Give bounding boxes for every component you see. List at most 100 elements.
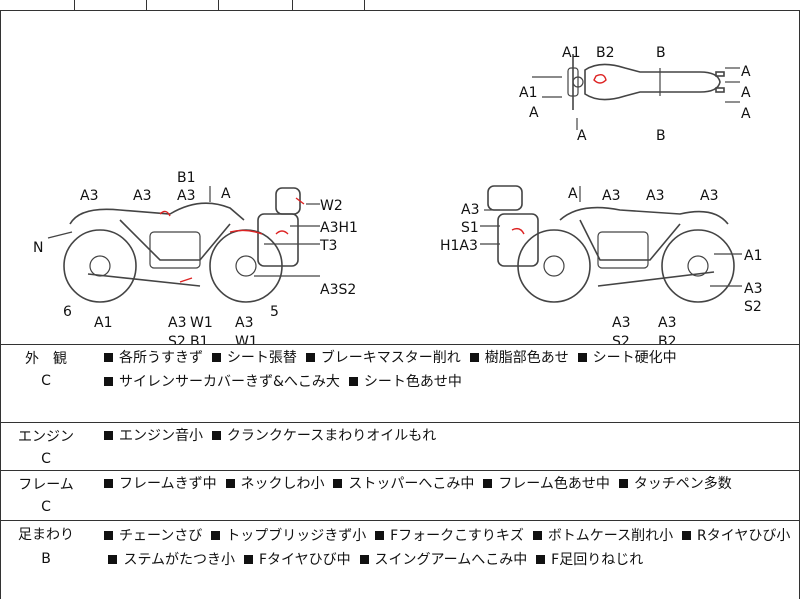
defect-text: F足回りねじれ (551, 552, 644, 568)
defect-item: F足回りねじれ (536, 552, 643, 568)
bullet-square-icon (211, 431, 221, 440)
defect-item: ボトムケース削れ小 (532, 528, 674, 544)
damage-label: A3 (658, 315, 676, 331)
damage-label: A3 (602, 188, 620, 204)
damage-label: 5 (270, 304, 279, 320)
row-items: フレームきず中 ネックしわ小 ストッパーへこみ中 フレーム色あせ中 タッチペン多… (104, 472, 794, 496)
damage-label: B (656, 128, 666, 144)
damage-label: B1 (190, 334, 209, 344)
defect-text: ボトムケース削れ小 (547, 528, 674, 544)
bullet-square-icon (469, 353, 479, 362)
damage-label: A3 (235, 315, 253, 331)
row-engine: エンジン C エンジン音小 クランクケースまわりオイルもれ (0, 422, 800, 471)
defect-item: ネックしわ小 (225, 476, 325, 492)
row-label: エンジン (18, 429, 74, 445)
bullet-square-icon (225, 479, 235, 488)
damage-label: A3 (177, 188, 195, 204)
bullet-square-icon (375, 531, 385, 540)
defect-text: チェーンさび (119, 528, 203, 544)
damage-label: A3 (461, 202, 479, 218)
row-grade: C (41, 451, 51, 467)
bullet-square-icon (333, 479, 343, 488)
left-side-motorcycle (47, 186, 320, 303)
defect-item: スイングアームへこみ中 (359, 552, 527, 568)
damage-label: A (741, 106, 751, 122)
defect-text: 樹脂部色あせ (484, 350, 569, 366)
bullet-square-icon (682, 531, 692, 540)
bullet-square-icon (211, 531, 221, 540)
damage-label: A3 (700, 188, 718, 204)
damage-label: A1 (94, 315, 112, 331)
row-grade: C (41, 373, 51, 389)
damage-label: A (577, 128, 587, 144)
defect-item: 各所うすきず (104, 350, 203, 366)
defect-item: トップブリッジきず小 (211, 528, 366, 544)
bullet-square-icon (483, 479, 493, 488)
damage-label: A3 (168, 315, 186, 331)
damage-label: A (741, 64, 751, 80)
damage-label: 6 (63, 304, 72, 320)
defect-item: シート硬化中 (577, 350, 677, 366)
damage-label: T3 (319, 238, 337, 254)
top-cell (0, 0, 219, 10)
row-exterior: 外 観 C 各所うすきず シート張替 ブレーキマスター削れ 樹脂部色あせ シート… (0, 344, 800, 423)
defect-text: ストッパーへこみ中 (348, 476, 475, 492)
bullet-square-icon (104, 431, 113, 440)
top-view-motorcycle (532, 54, 740, 130)
defect-item: チェーンさび (104, 528, 202, 544)
damage-label: A3 (80, 188, 98, 204)
defect-text: タッチペン多数 (633, 476, 732, 492)
damage-label: W1 (235, 334, 258, 344)
damage-label: A (568, 186, 578, 202)
defect-item: エンジン音小 (104, 428, 203, 444)
defect-text: シート色あせ中 (363, 374, 462, 390)
top-cell (0, 0, 293, 10)
defect-item: Fフォークこすりキズ (375, 528, 524, 544)
damage-label: H1A3 (440, 238, 478, 254)
defect-item: フレームきず中 (104, 476, 217, 492)
damage-label: A3 (612, 315, 630, 331)
damage-label: A (529, 105, 539, 121)
damage-label: A3 (744, 281, 762, 297)
defect-text: クランクケースまわりオイルもれ (226, 428, 437, 444)
damage-label: A (741, 85, 751, 101)
bullet-square-icon (359, 555, 369, 564)
row-suspension: 足まわり B チェーンさび トップブリッジきず小 Fフォークこすりキズ ボトムケ… (0, 520, 800, 600)
damage-label: A1 (562, 45, 580, 61)
damage-label: S2 (168, 334, 186, 344)
defect-text: シート張替 (226, 350, 297, 366)
bullet-square-icon (243, 555, 253, 564)
damage-label: A (221, 186, 231, 202)
defect-item: シート張替 (211, 350, 297, 366)
damage-label: S2 (744, 299, 762, 315)
damage-label: S1 (461, 220, 479, 236)
damage-label: A1 (519, 85, 537, 101)
defect-text: Fフォークこすりキズ (390, 528, 524, 544)
damage-label: B2 (596, 45, 615, 61)
defect-text: Fタイヤひび中 (258, 552, 351, 568)
top-cell (0, 0, 147, 10)
damage-label: B2 (658, 334, 677, 344)
defect-item: クランクケースまわりオイルもれ (211, 428, 437, 444)
row-items: 各所うすきず シート張替 ブレーキマスター削れ 樹脂部色あせ シート硬化中 サイ… (104, 346, 794, 394)
row-items: エンジン音小 クランクケースまわりオイルもれ (104, 424, 794, 448)
defect-item: ステムがたつき小 (108, 552, 235, 568)
defect-item: 樹脂部色あせ (469, 350, 569, 366)
defect-item: ブレーキマスター削れ (305, 350, 461, 366)
defect-item: シート色あせ中 (348, 374, 462, 390)
right-side-motorcycle (480, 185, 742, 303)
damage-label: B (656, 45, 666, 61)
bullet-square-icon (104, 353, 113, 362)
damage-label: S2 (612, 334, 630, 344)
top-cell (0, 0, 75, 10)
row-label: 足まわり (18, 527, 74, 543)
defect-text: ステムがたつき小 (123, 552, 236, 568)
bullet-square-icon (536, 555, 546, 564)
damage-label: A3S2 (320, 282, 356, 298)
defect-item: Rタイヤひび小 (682, 528, 790, 544)
damage-label: A3H1 (320, 220, 358, 236)
bullet-square-icon (104, 531, 113, 540)
